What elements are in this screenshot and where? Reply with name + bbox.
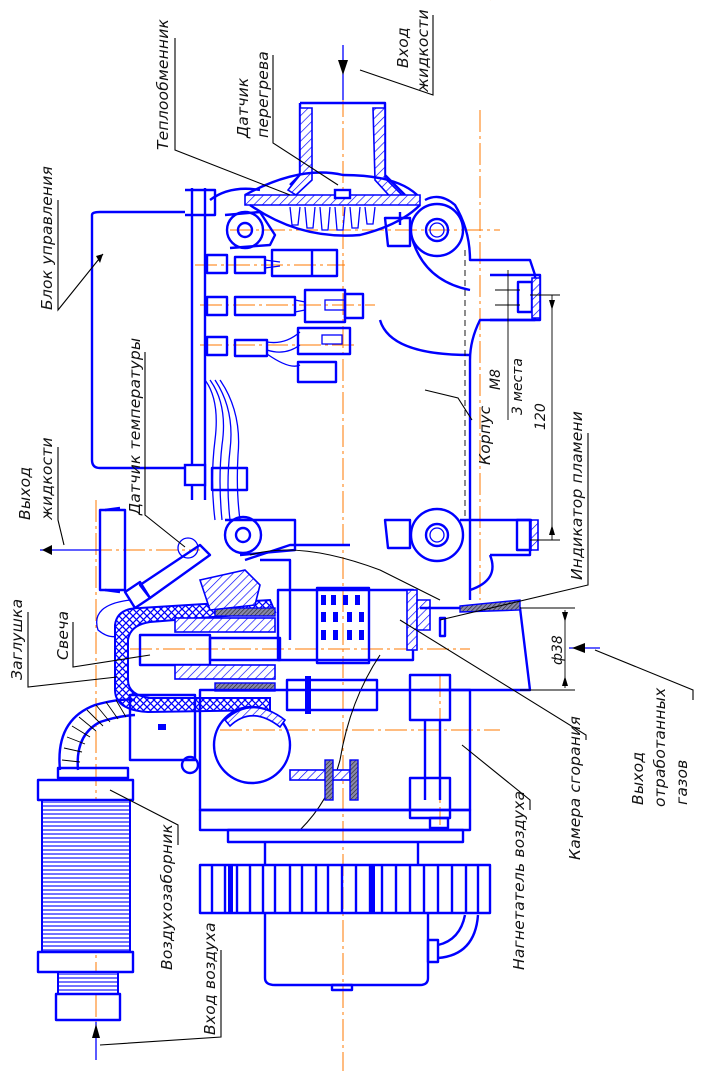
temperature-sensor (96, 537, 212, 638)
label-plug: Заглушка (8, 599, 26, 680)
label-air-intake: Воздухозаборник (158, 823, 176, 970)
label-liquid-inlet-line2: жидкости (414, 9, 432, 93)
air-intake (36, 698, 136, 1060)
label-liquid-inlet-line1: Вход (394, 27, 412, 68)
connector-2 (205, 288, 365, 324)
labels: Теплообменник Датчик перегрева Вход жидк… (8, 9, 691, 1035)
dimension-thread: M8 (488, 369, 504, 390)
label-liquid-outlet-line1: Выход (16, 467, 34, 520)
label-flame-indicator: Индикатор пламени (568, 411, 586, 580)
label-glow-plug: Свеча (54, 611, 72, 660)
label-exhaust-outlet-line1: Выход (629, 752, 647, 805)
label-exhaust-outlet-line3: газов (673, 759, 691, 805)
connector-3 (205, 326, 352, 384)
label-housing: Корпус (476, 405, 494, 465)
label-control-unit: Блок управления (38, 166, 56, 310)
control-unit (90, 210, 365, 521)
dimension-places: 3 места (510, 358, 526, 415)
exhaust-outlet-pipe (420, 599, 600, 692)
dimension-exhaust-diameter: ф38 (550, 635, 566, 665)
label-overheat-sensor-line1: Датчик (234, 77, 252, 139)
housing-body (185, 187, 542, 600)
label-temperature-sensor: Датчик температуры (126, 338, 144, 516)
combustion-chamber (249, 549, 447, 714)
label-overheat-sensor-line2: перегрева (254, 51, 272, 138)
label-combustion-chamber: Камера сгорания (566, 716, 584, 860)
label-exhaust-outlet-line2: отработанных (651, 687, 669, 807)
burner-section (114, 543, 350, 714)
liquid-outlet-pipe (40, 506, 127, 594)
label-air-blower: Нагнетатель воздуха (510, 791, 528, 970)
label-heat-exchanger: Теплообменник (154, 18, 172, 150)
liquid-inlet-pipe (286, 45, 407, 203)
air-blower (128, 654, 472, 844)
blower-motor (198, 842, 492, 992)
label-liquid-outlet-line2: жидкости (38, 437, 56, 521)
dimension-spacing: 120 (533, 403, 549, 430)
leader-lines (27, 15, 694, 1046)
connector-1 (205, 248, 339, 278)
label-air-inlet: Вход воздуха (201, 922, 219, 1035)
